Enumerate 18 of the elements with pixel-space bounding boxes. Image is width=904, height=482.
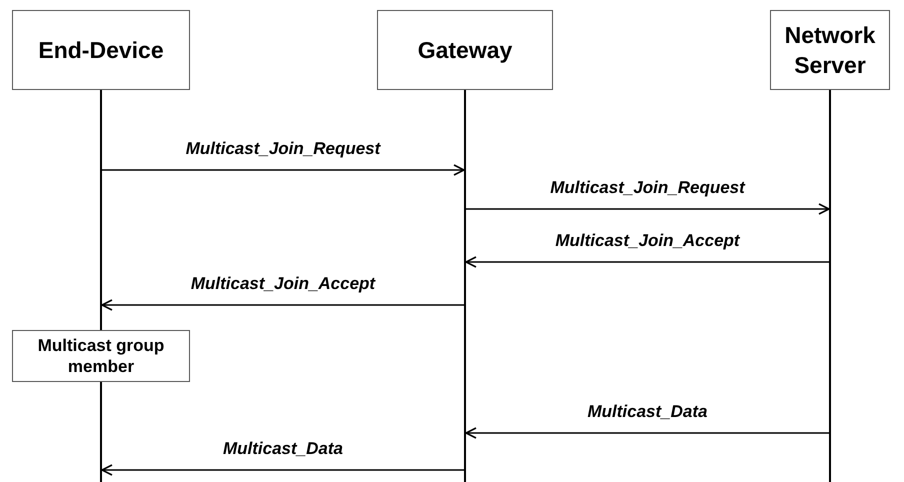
participant-box	[377, 10, 553, 90]
participant-box	[770, 10, 890, 90]
lifeline	[829, 90, 831, 482]
participant-box	[12, 330, 190, 382]
message-arrow	[465, 256, 829, 268]
message-arrow	[101, 299, 464, 311]
message-arrow	[466, 203, 830, 215]
message-arrow	[102, 164, 465, 176]
message-arrow	[465, 427, 829, 439]
participant-name: End-Device	[38, 36, 164, 65]
participant-box	[12, 10, 190, 90]
lifeline	[100, 382, 102, 482]
participant-name: Multicast group member	[36, 335, 166, 377]
lifeline	[464, 90, 466, 482]
lifeline	[100, 90, 102, 330]
participant-name: Gateway	[418, 36, 512, 65]
participant-name: Network Server	[784, 21, 876, 80]
message-arrow	[101, 464, 464, 476]
